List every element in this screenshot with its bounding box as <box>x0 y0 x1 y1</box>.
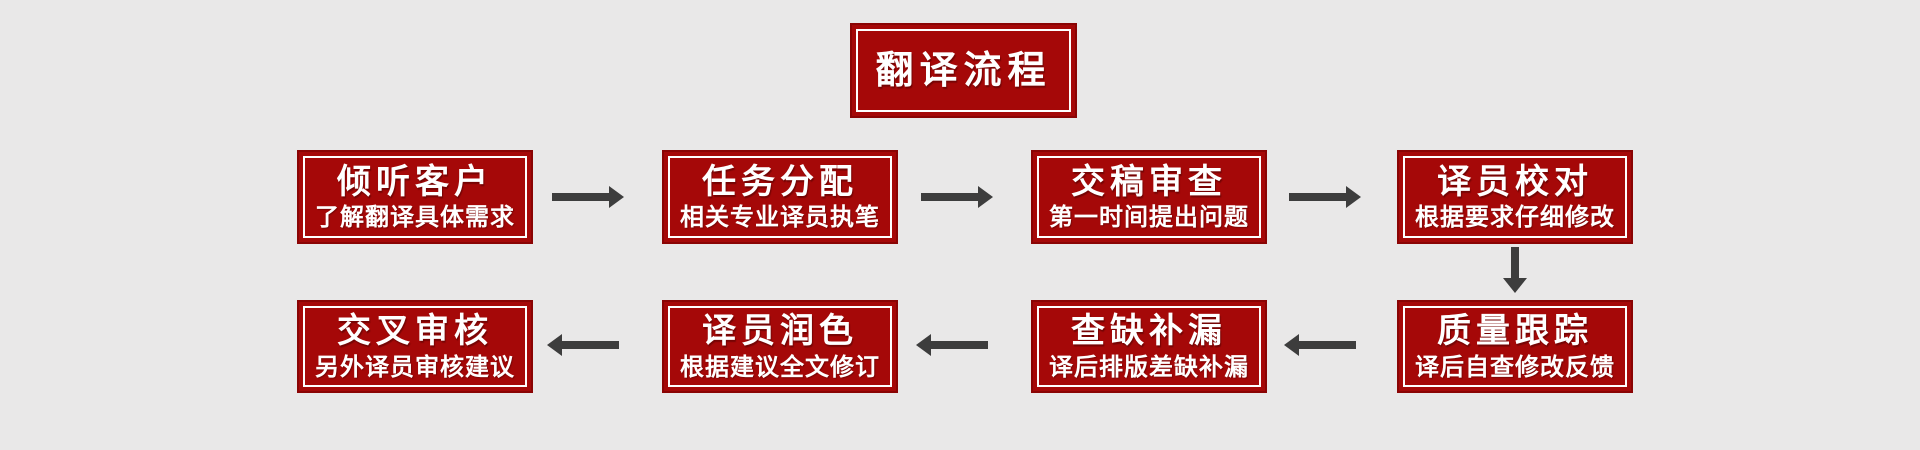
arrow-left-icon <box>916 334 988 356</box>
arrow-head <box>609 186 624 208</box>
step-subtitle: 第一时间提出问题 <box>1049 203 1249 231</box>
step-inner-frame: 译员校对 根据要求仔细修改 <box>1403 156 1627 238</box>
arrow-head <box>1284 334 1299 356</box>
arrow-shaft <box>1511 247 1519 280</box>
step-subtitle: 译后自查修改反馈 <box>1415 352 1615 381</box>
arrow-right-icon <box>552 186 624 208</box>
flow-step-translator-proofread: 译员校对 根据要求仔细修改 <box>1397 150 1633 244</box>
step-inner-frame: 质量跟踪 译后自查修改反馈 <box>1403 306 1627 387</box>
step-subtitle: 相关专业译员执笔 <box>680 203 880 231</box>
step-subtitle: 根据要求仔细修改 <box>1415 203 1615 231</box>
flow-title-box: 翻译流程 <box>850 23 1077 118</box>
step-title: 译员校对 <box>1437 161 1593 202</box>
arrow-head <box>1503 278 1527 293</box>
arrow-right-icon <box>1289 186 1361 208</box>
step-inner-frame: 译员润色 根据建议全文修订 <box>668 306 892 387</box>
page-title: 翻译流程 <box>875 47 1052 92</box>
step-subtitle: 了解翻译具体需求 <box>315 203 515 231</box>
step-title: 质量跟踪 <box>1437 311 1593 352</box>
arrow-head <box>916 334 931 356</box>
arrow-down-icon <box>1503 247 1527 293</box>
flow-title-inner-frame: 翻译流程 <box>856 29 1071 112</box>
flow-step-translator-polish: 译员润色 根据建议全文修订 <box>662 300 898 393</box>
arrow-head <box>547 334 562 356</box>
step-inner-frame: 查缺补漏 译后排版差缺补漏 <box>1037 306 1261 387</box>
step-inner-frame: 交叉审核 另外译员审核建议 <box>303 306 527 387</box>
step-subtitle: 根据建议全文修订 <box>680 352 880 381</box>
step-subtitle: 另外译员审核建议 <box>315 352 515 381</box>
flow-step-quality-tracking: 质量跟踪 译后自查修改反馈 <box>1397 300 1633 393</box>
arrow-shaft <box>1289 193 1348 201</box>
arrow-head <box>1346 186 1361 208</box>
flow-step-gap-filling: 查缺补漏 译后排版差缺补漏 <box>1031 300 1267 393</box>
step-subtitle: 译后排版差缺补漏 <box>1049 352 1249 381</box>
flow-step-draft-review: 交稿审查 第一时间提出问题 <box>1031 150 1267 244</box>
arrow-shaft <box>552 193 611 201</box>
flow-step-task-assignment: 任务分配 相关专业译员执笔 <box>662 150 898 244</box>
flow-step-listen-client: 倾听客户 了解翻译具体需求 <box>297 150 533 244</box>
arrow-left-icon <box>1284 334 1356 356</box>
step-inner-frame: 交稿审查 第一时间提出问题 <box>1037 156 1261 238</box>
arrow-shaft <box>929 341 988 349</box>
arrow-head <box>978 186 993 208</box>
step-title: 查缺补漏 <box>1071 311 1227 352</box>
arrow-left-icon <box>547 334 619 356</box>
step-inner-frame: 倾听客户 了解翻译具体需求 <box>303 156 527 238</box>
arrow-shaft <box>560 341 619 349</box>
flow-step-cross-review: 交叉审核 另外译员审核建议 <box>297 300 533 393</box>
step-title: 任务分配 <box>702 161 858 202</box>
arrow-shaft <box>921 193 980 201</box>
step-title: 交叉审核 <box>337 311 493 352</box>
arrow-shaft <box>1297 341 1356 349</box>
step-title: 倾听客户 <box>337 161 493 202</box>
step-title: 译员润色 <box>702 311 858 352</box>
arrow-right-icon <box>921 186 993 208</box>
step-title: 交稿审查 <box>1071 161 1227 202</box>
step-inner-frame: 任务分配 相关专业译员执笔 <box>668 156 892 238</box>
